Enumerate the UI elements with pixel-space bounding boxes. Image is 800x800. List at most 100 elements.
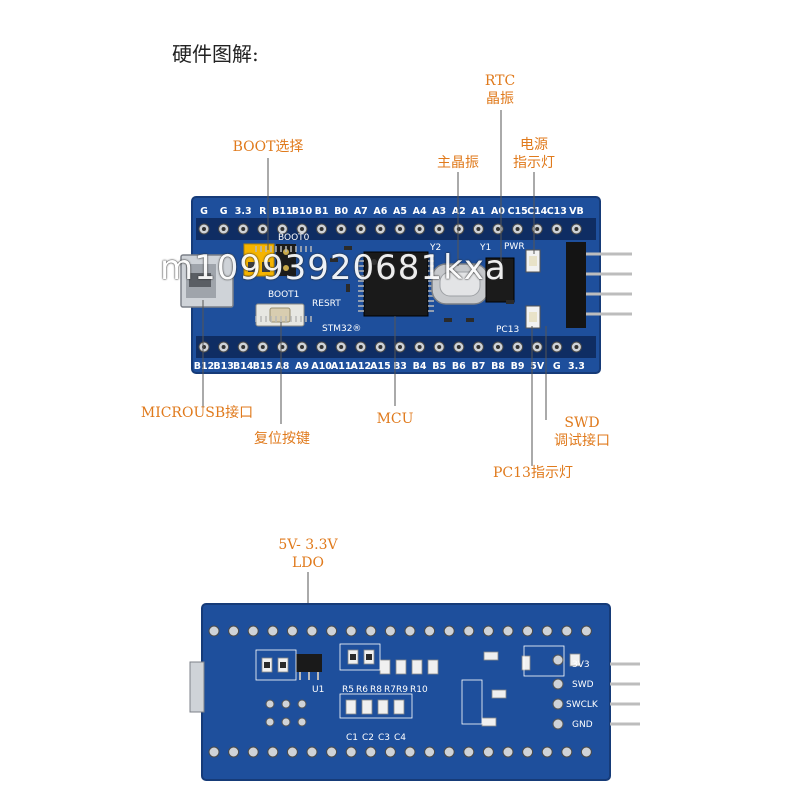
silk-r10: R10	[410, 685, 428, 695]
callout-lines	[202, 110, 547, 660]
bottom-pin-hole	[535, 345, 540, 349]
callout-rtc-line1: RTC	[484, 73, 516, 89]
top-pin-label-1: G	[220, 206, 228, 217]
bottom-pin-hole	[515, 345, 520, 349]
bottom-pin-hole	[476, 345, 481, 349]
callout-boot: BOOT选择	[232, 139, 304, 155]
silk-c1: C1	[346, 733, 358, 743]
bottom-board-pin	[247, 746, 259, 758]
bottom-board-pin	[580, 746, 592, 758]
bottom-pin-hole	[319, 345, 324, 349]
silk-c4: C4	[394, 733, 406, 743]
top-pin-label-0: G	[200, 206, 208, 217]
bottom-pin-hole	[554, 345, 559, 349]
top-pin-label-6: B1	[315, 206, 329, 217]
page-title: 硬件图解:	[172, 42, 259, 66]
top-pin-label-9: A6	[373, 206, 387, 217]
bottom-board-pin	[345, 625, 357, 637]
bottom-pin-label-0: B12	[194, 361, 214, 372]
bottom-board-pin	[228, 746, 240, 758]
bottom-pin-hole	[339, 345, 344, 349]
bottom-pin-hole	[456, 345, 461, 349]
bottom-board-pin	[561, 746, 573, 758]
bottom-pin-label-8: A12	[351, 361, 372, 372]
callout-pc13-led: PC13指示灯	[493, 465, 573, 481]
top-pin-hole	[456, 227, 461, 231]
bottom-pin-label-14: B7	[471, 361, 485, 372]
callout-ldo-line2: LDO	[292, 555, 324, 571]
bottom-pin-label-10: B3	[393, 361, 407, 372]
top-pin-hole	[574, 227, 579, 231]
top-pin-hole	[241, 227, 246, 231]
callout-rtc: RTC 晶振	[478, 72, 522, 108]
bottom-pin-label-1: B13	[213, 361, 233, 372]
callout-main-crystal: 主晶振	[437, 155, 479, 171]
bottom-board-pin	[384, 746, 396, 758]
bottom-board-pin	[208, 625, 220, 637]
bottom-pin-hole	[437, 345, 442, 349]
bottom-board-pin	[286, 746, 298, 758]
bottom-board-top-holes	[208, 625, 592, 637]
silk-r5: R5	[342, 685, 354, 695]
boot-jumpers: BOOT0 BOOT1	[243, 233, 310, 300]
callout-power-led: 电源 指示灯	[504, 136, 564, 172]
swd-pin-gnd: GND	[572, 720, 593, 730]
top-pin-label-18: C13	[547, 206, 567, 217]
bottom-board-pin	[522, 746, 534, 758]
bottom-board-pin	[208, 746, 220, 758]
top-pin-row	[198, 223, 582, 235]
bottom-board-pin	[580, 625, 592, 637]
top-pin-label-12: A3	[432, 206, 446, 217]
top-pin-hole	[398, 227, 402, 231]
bottom-pin-label-6: A10	[311, 361, 332, 372]
bottom-pin-label-9: A15	[370, 361, 391, 372]
bottom-pin-label-19: 3.3	[568, 361, 585, 372]
bottom-pin-label-15: B8	[491, 361, 505, 372]
top-pin-label-7: B0	[334, 206, 348, 217]
bottom-board-pin	[482, 625, 494, 637]
top-pin-label-10: A5	[393, 206, 407, 217]
top-pin-hole	[202, 227, 206, 231]
top-pin-label-19: VB	[569, 206, 584, 217]
callout-swd-line2: 调试接口	[554, 433, 610, 449]
bottom-board-pin	[247, 625, 259, 637]
bottom-board-pin	[541, 625, 553, 637]
bottom-board-pin	[267, 746, 279, 758]
bottom-board-pin	[561, 625, 573, 637]
top-pin-label-8: A7	[354, 206, 368, 217]
bottom-pin-hole	[221, 345, 226, 349]
bottom-board-pin	[404, 625, 416, 637]
silk-r8: R8	[370, 685, 382, 695]
top-pin-label-11: A4	[413, 206, 427, 217]
bottom-board-bottom-holes	[208, 746, 592, 758]
resrt-silk: RESRT	[312, 299, 341, 309]
bottom-pin-hole	[417, 345, 422, 349]
bottom-pin-label-3: B15	[253, 361, 273, 372]
top-pin-hole	[515, 227, 520, 231]
callout-power-led-line1: 电源	[520, 137, 548, 153]
bottom-pin-label-16: B9	[511, 361, 525, 372]
silk-r7: R7	[384, 685, 396, 695]
top-pin-hole	[417, 227, 422, 231]
callout-mcu: MCU	[376, 411, 414, 427]
mcu-chip	[255, 246, 434, 322]
bottom-board-pin	[541, 746, 553, 758]
bottom-board-pin	[424, 746, 436, 758]
silk-u1: U1	[312, 685, 324, 695]
microusb-connector	[180, 254, 234, 308]
bottom-swd-pins: 3V3 SWD SWCLK GND	[552, 654, 640, 730]
bottom-pin-hole	[378, 345, 383, 349]
bottom-pin-hole	[300, 345, 304, 349]
bottom-board-pin	[286, 625, 298, 637]
top-pin-hole	[339, 227, 344, 231]
pwr-silk: PWR	[504, 242, 525, 252]
bottom-pin-row	[198, 341, 582, 353]
bottom-pin-label-13: B6	[452, 361, 466, 372]
callout-reset: 复位按键	[254, 431, 310, 447]
silk-c2: C2	[362, 733, 374, 743]
top-pin-label-14: A1	[471, 206, 485, 217]
bottom-board-pin	[502, 746, 514, 758]
top-pin-label-16: C15	[507, 206, 527, 217]
